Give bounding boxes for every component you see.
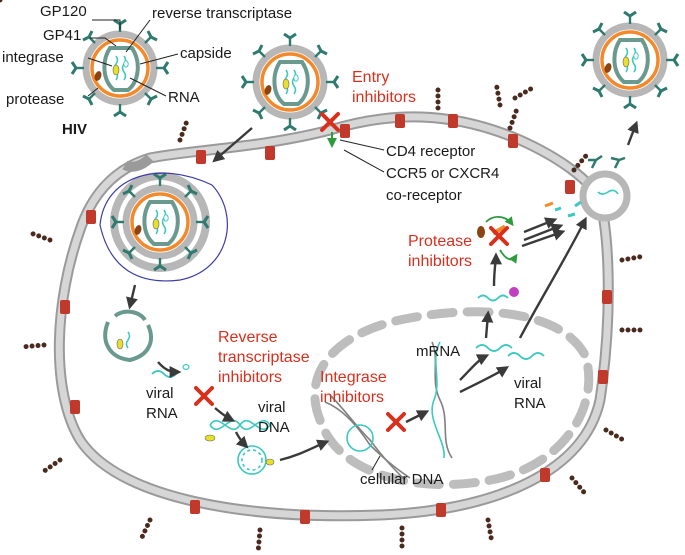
label-viral-rna-1: viral [146, 385, 174, 402]
translation-strand [477, 294, 509, 302]
integrase-inhibitor-x [386, 412, 406, 432]
label-capside: capside [180, 45, 232, 62]
hiv-virion-fusing [99, 173, 228, 282]
membrane-receptors [60, 114, 612, 524]
rt-inhibitor-x [194, 386, 214, 406]
cd4-stalks [0, 0, 643, 551]
label-integrase-2: inhibitors [320, 389, 384, 406]
label-rt-2: transcriptase [218, 349, 310, 366]
hiv-virion-released [582, 12, 678, 108]
label-viral-rna2-2: RNA [514, 395, 546, 412]
hiv-virion-legend [72, 20, 168, 116]
label-entry-2: inhibitors [352, 89, 416, 106]
label-protease-2: inhibitors [408, 253, 472, 270]
label-viral-dna-1: viral [258, 399, 286, 416]
label-coreceptor-2: co-receptor [386, 187, 462, 204]
entry-inhibitor-x [320, 112, 340, 132]
viral-rna-strand-2 [507, 352, 545, 360]
label-integrase-1: Integrase [320, 369, 387, 386]
mrna-strand [475, 344, 513, 352]
label-rna: RNA [168, 89, 200, 106]
process-arrows [126, 120, 639, 462]
integrase-enzyme [204, 434, 216, 442]
inhibitor-labels: Entry inhibitors Reverse transcriptase i… [218, 69, 472, 406]
label-coreceptor-1: CCR5 or CXCR4 [386, 165, 499, 182]
legend-leaders [87, 19, 385, 471]
label-protease: protease [6, 91, 64, 108]
receptor-labels: CD4 receptor CCR5 or CXCR4 co-receptor [386, 143, 499, 204]
label-viral-rna2-1: viral [514, 375, 542, 392]
label-viral-rna-2: RNA [146, 405, 178, 422]
uncoating-capsid [103, 309, 153, 363]
legend-labels: GP120 GP41 reverse transcriptase integra… [2, 3, 292, 138]
label-viral-dna-2: DNA [258, 419, 290, 436]
label-rt-3: inhibitors [218, 369, 282, 386]
label-gp41: GP41 [43, 27, 81, 44]
label-mrna: mRNA [416, 343, 460, 360]
label-integrase: integrase [2, 49, 64, 66]
label-cellular-dna: cellular DNA [360, 471, 443, 488]
label-gp120: GP120 [40, 3, 87, 20]
label-hiv: HIV [62, 121, 87, 138]
label-protease-1: Protease [408, 233, 472, 250]
cellular-dna [324, 394, 411, 481]
viral-dna-helix [209, 419, 271, 431]
label-rt-1: Reverse [218, 329, 278, 346]
label-cd4-receptor: CD4 receptor [386, 143, 475, 160]
ribosome [509, 287, 519, 297]
protease-inhibitor-x [489, 226, 509, 246]
budding-virion [579, 154, 631, 222]
membrane-invagination [122, 154, 154, 172]
nucleus-envelope [310, 307, 594, 490]
integrated-dna [431, 341, 453, 459]
label-reverse-transcriptase: reverse transcriptase [152, 5, 292, 22]
label-entry-1: Entry [352, 69, 389, 86]
step-labels: viral RNA viral DNA cellular DNA mRNA vi… [146, 343, 546, 488]
circular-viral-dna [237, 445, 267, 475]
